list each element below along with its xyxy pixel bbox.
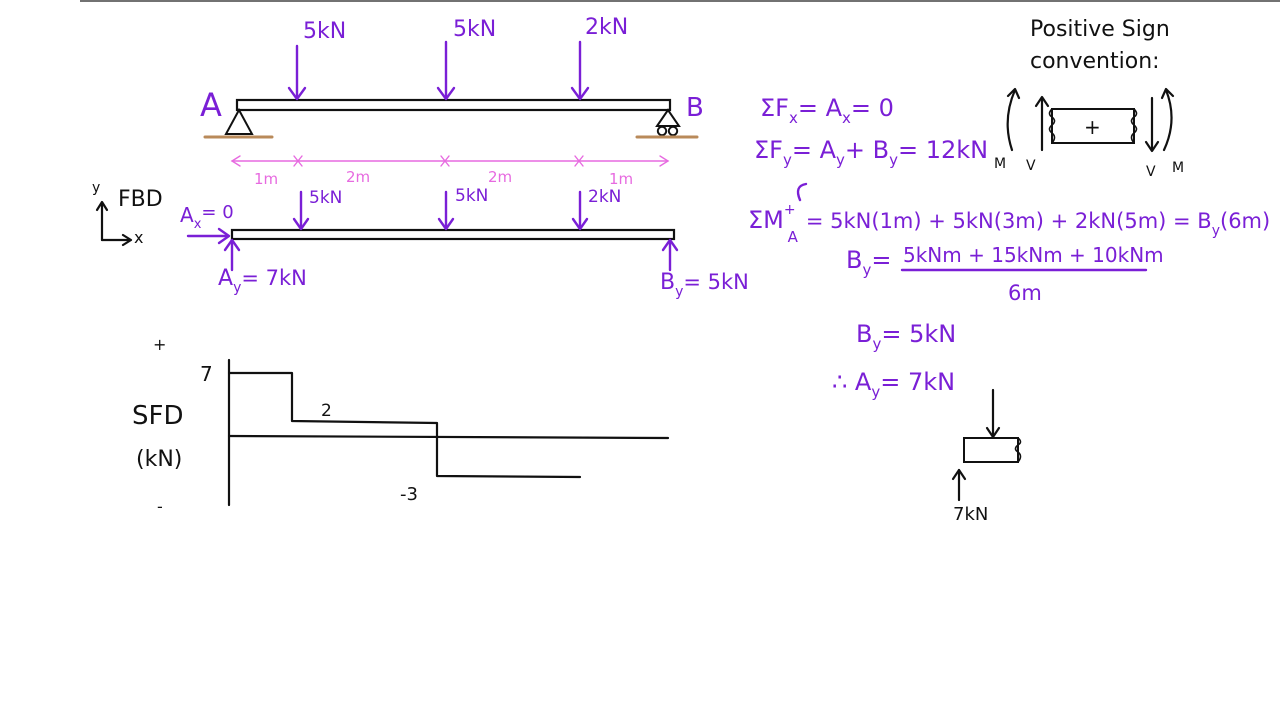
piece-up-arrow [951, 468, 967, 502]
span-label-1: 1m [254, 170, 278, 188]
by-label: By= 5kN [660, 270, 749, 300]
moment-arrow-left [1006, 87, 1021, 152]
shear-arrow-right [1144, 96, 1160, 153]
load-arrow-1 [287, 44, 307, 101]
eq-sum-fx: ΣFx= Ax= 0 [760, 94, 894, 127]
free-body-diagram: y FBD x Ax= 0 5kN 5kN [92, 180, 749, 300]
piece-box [963, 437, 1019, 463]
sign-convention-title-1: Positive Sign [1030, 17, 1170, 42]
ax-arrow [186, 227, 231, 245]
sfd-value-neg3: -3 [400, 484, 418, 505]
span-label-3: 2m [488, 168, 512, 186]
sfd-title: SFD [132, 401, 183, 431]
beam-end-label-b: B [686, 93, 704, 123]
fbd-load-arrow-2 [437, 190, 455, 231]
fbd-load-label-3: 2kN [588, 187, 621, 207]
sign-convention-title-2: convention: [1030, 49, 1160, 74]
load-label-2: 5kN [453, 17, 496, 42]
moment-label-left: M [994, 156, 1006, 172]
axes-icon [95, 200, 133, 247]
moment-curl-arrow [796, 182, 808, 202]
moment-label-right: M [1172, 160, 1184, 176]
cut-mark-right [1130, 108, 1138, 144]
axis-x-label: x [134, 228, 143, 247]
dimension-line [230, 155, 670, 167]
shear-arrow-left [1034, 95, 1050, 152]
ay-arrow [223, 238, 241, 272]
load-label-3: 2kN [585, 15, 628, 40]
roller-wheel-right [667, 125, 679, 137]
sfd-value-7: 7 [200, 362, 213, 386]
by-arrow [661, 238, 679, 272]
sfd-unit: (kN) [136, 447, 182, 472]
sfd-shear-curve [227, 371, 582, 479]
load-arrow-3 [570, 40, 590, 101]
beam-body [235, 98, 672, 112]
shear-label-right: V [1146, 164, 1156, 180]
eq-by-fraction-lhs: By= [846, 246, 891, 279]
fbd-beam-body [230, 228, 676, 241]
eq-sum-ma: ΣM+A= 5kN(1m) + 5kN(3m) + 2kN(5m) = By(6… [748, 202, 1270, 246]
eq-by-result: By= 5kN [856, 320, 956, 353]
sfd-value-2: 2 [321, 401, 332, 421]
span-label-2: 2m [346, 168, 370, 186]
ay-label: Ay= 7kN [218, 266, 307, 296]
eq-by-denominator: 6m [1008, 281, 1042, 305]
shear-label-left: V [1026, 158, 1036, 174]
beam-end-label-a: A [200, 86, 222, 124]
load-label-1: 5kN [303, 19, 346, 44]
fbd-load-label-1: 5kN [309, 188, 342, 208]
eq-ay-result: ∴ Ay= 7kN [832, 368, 955, 401]
sfd-minus-sign: - [157, 497, 163, 516]
roller-support-b [655, 108, 681, 127]
moment-arrow-right [1160, 87, 1175, 152]
sfd-zero-line [227, 434, 670, 440]
equilibrium-equations: ΣFx= Ax= 0 ΣFy= Ay+ By= 12kN ΣM+A= 5kN(1… [748, 94, 1270, 401]
roller-wheel-left [656, 125, 668, 137]
beam-diagram: A B 5kN 5kN 2kN [200, 15, 704, 188]
fbd-load-arrow-1 [292, 190, 310, 231]
cut-mark-left [1048, 108, 1056, 144]
section-piece-sketch: 7kN [951, 388, 1022, 525]
eq-by-numerator: 5kNm + 15kNm + 10kNm [903, 243, 1164, 267]
span-label-4: 1m [609, 170, 633, 188]
load-arrow-2 [436, 40, 456, 101]
sign-convention: Positive Sign convention: + M V V M [994, 17, 1184, 180]
element-plus: + [1084, 115, 1101, 139]
ax-label: Ax= 0 [180, 202, 234, 232]
sfd-plus-sign: + [153, 335, 166, 354]
pin-support-a [224, 107, 254, 135]
fbd-load-arrow-3 [571, 190, 589, 231]
piece-down-arrow [985, 388, 1001, 439]
piece-cut-mark [1014, 437, 1022, 463]
eq-sum-fy: ΣFy= Ay+ By= 12kN [754, 136, 988, 169]
piece-label: 7kN [953, 504, 988, 525]
fbd-load-label-2: 5kN [455, 186, 488, 206]
shear-force-diagram: + SFD (kN) - 7 2 -3 [132, 335, 670, 516]
fbd-title: FBD [118, 187, 163, 212]
axis-y-label: y [92, 180, 100, 196]
